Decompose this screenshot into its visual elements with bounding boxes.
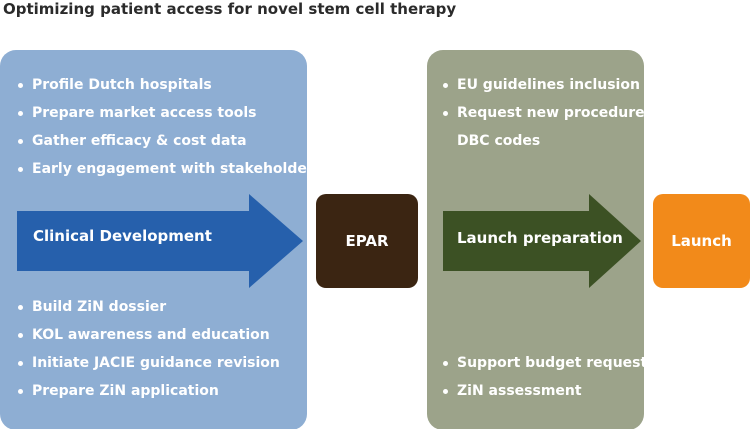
- arrow-right-icon: [443, 194, 641, 288]
- bullet-item: EU guidelines inclusion: [442, 71, 645, 99]
- bullet-item: Early engagement with stakeholders: [17, 155, 322, 183]
- launch-label: Launch: [671, 232, 732, 250]
- launch-top-bullet-list: EU guidelines inclusion Request new proc…: [442, 71, 645, 155]
- clinical-development-label: Clinical Development: [33, 227, 212, 245]
- bullet-item: Build ZiN dossier: [17, 293, 280, 321]
- bullet-item: Initiate JACIE guidance revision: [17, 349, 280, 377]
- bullet-item: ZiN assessment: [442, 377, 656, 405]
- launch-preparation-arrow: [443, 194, 641, 288]
- epar-label: EPAR: [345, 232, 389, 250]
- clinical-bottom-bullet-list: Build ZiN dossier KOL awareness and educ…: [17, 293, 280, 405]
- arrow-right-icon: [17, 194, 303, 288]
- diagram-title: Optimizing patient access for novel stem…: [3, 0, 457, 18]
- launch-box: Launch: [653, 194, 750, 288]
- launch-bottom-bullet-list: Support budget requests ZiN assessment: [442, 349, 656, 405]
- bullet-item: Request new procedure: [442, 99, 645, 127]
- bullet-continuation: DBC codes: [457, 133, 541, 149]
- bullet-item: Gather efficacy & cost data: [17, 127, 322, 155]
- epar-box: EPAR: [316, 194, 418, 288]
- bullet-item: Prepare ZiN application: [17, 377, 280, 405]
- clinical-development-arrow: [17, 194, 303, 288]
- launch-preparation-label: Launch preparation: [457, 229, 623, 247]
- bullet-item: Profile Dutch hospitals: [17, 71, 322, 99]
- bullet-item: Support budget requests: [442, 349, 656, 377]
- clinical-top-bullet-list: Profile Dutch hospitals Prepare market a…: [17, 71, 322, 183]
- bullet-item: KOL awareness and education: [17, 321, 280, 349]
- bullet-item: Prepare market access tools: [17, 99, 322, 127]
